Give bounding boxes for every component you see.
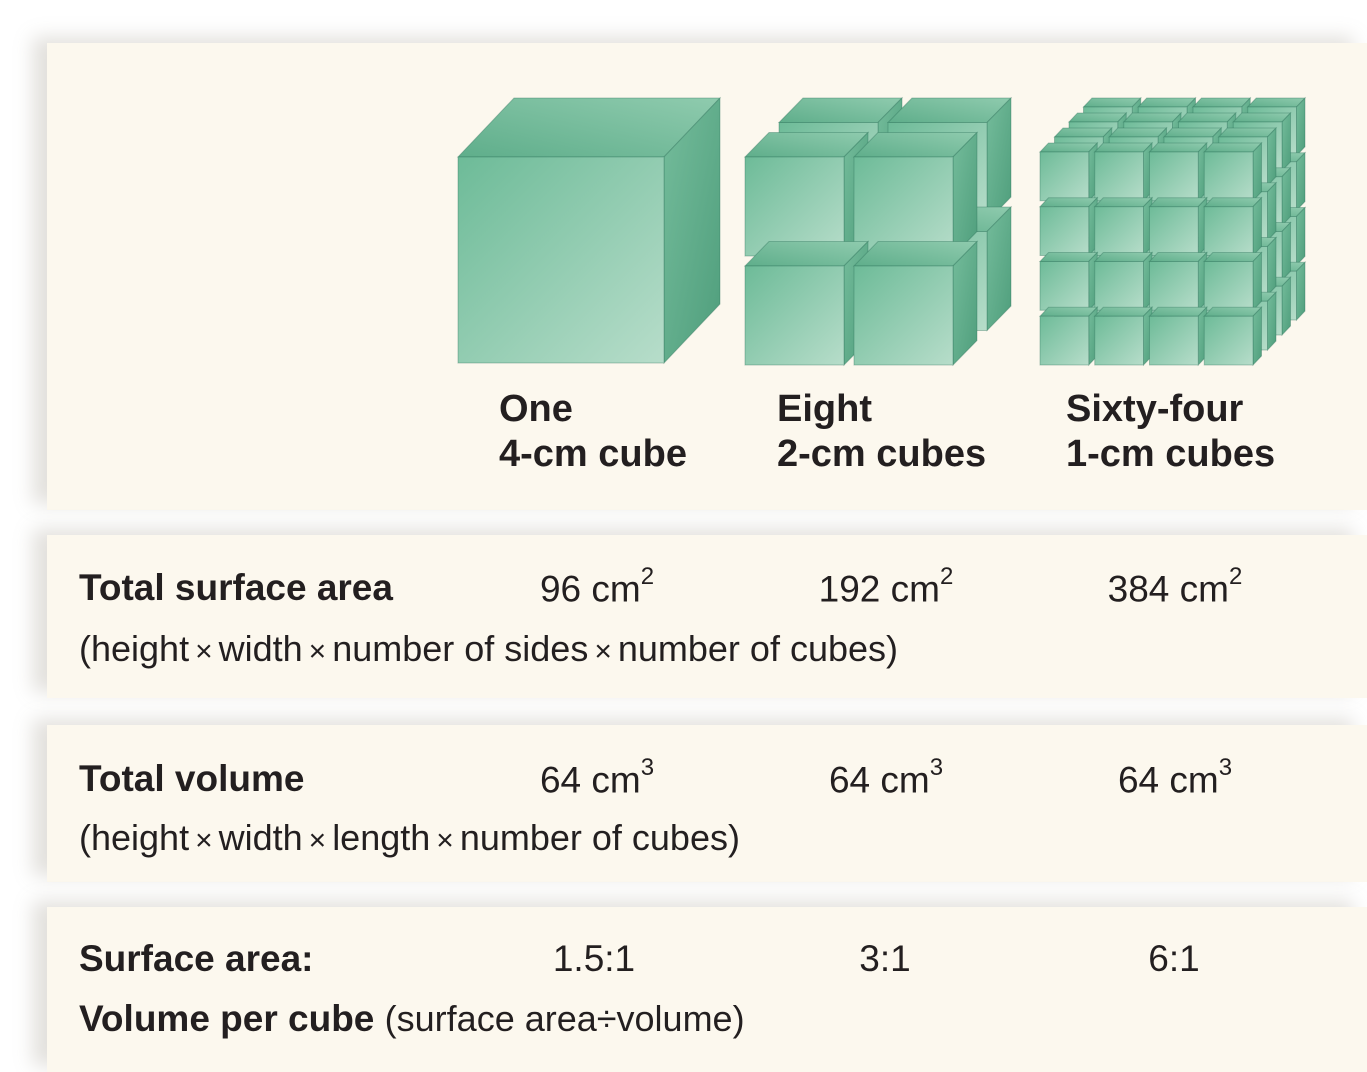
cube-side-face — [1281, 275, 1291, 337]
cube-front-face — [1149, 151, 1199, 202]
cube-top-face — [1148, 252, 1208, 262]
cube-front-face — [1203, 206, 1254, 256]
surface-area-formula: (height×width×number of sides×number of … — [79, 628, 899, 669]
cube-top-face — [1246, 97, 1307, 108]
surface-area-value-eight: 192 cm2 — [818, 563, 954, 610]
cube-top-face — [1067, 112, 1128, 123]
cube-top-face — [1053, 127, 1113, 138]
cube-label-count: Sixty-four — [1066, 388, 1244, 430]
cube-top-face — [1093, 306, 1154, 317]
surface-area-title: Total surface area — [79, 567, 393, 608]
volume-value-sixty-four: 64 cm3 — [1117, 754, 1233, 801]
ratio-formula: (surface area÷volume) — [384, 998, 745, 1039]
cube-top-face — [1038, 306, 1099, 317]
cube-top-face — [1177, 112, 1237, 123]
ratio-value-eight: 3:1 — [859, 938, 911, 979]
cube-front-face — [1203, 261, 1254, 311]
cube-front-face — [1094, 151, 1144, 202]
cube-side-face — [1296, 151, 1306, 212]
cube-side-face — [1281, 111, 1291, 173]
cube-top-face — [1038, 142, 1099, 153]
ratio-value-sixty-four: 6:1 — [1148, 938, 1200, 979]
cube-top-face — [1148, 197, 1208, 208]
cube-side-face — [1252, 305, 1262, 367]
cube-side-face — [1267, 236, 1277, 297]
cube-front-face — [1149, 261, 1199, 311]
cube-label-size: 1-cm cubes — [1066, 433, 1276, 475]
cube-side-face — [1296, 260, 1306, 322]
volume-panel — [47, 725, 1367, 882]
cube-front-face — [457, 156, 665, 364]
one-4cm-cube-illustration — [456, 96, 722, 365]
cube-side-face — [1296, 96, 1306, 158]
sixty-four-1cm-cubes-illustration — [1038, 96, 1307, 367]
cube-front-face — [1039, 261, 1090, 311]
cube-top-face — [1191, 97, 1252, 108]
cube-side-face — [1267, 181, 1277, 242]
volume-formula: (height×width×length×number of cubes) — [79, 817, 740, 858]
cube-top-face — [1203, 197, 1263, 208]
cube-top-face — [1093, 197, 1154, 208]
surface-area-value-one: 96 cm2 — [539, 563, 655, 610]
cube-front-face — [853, 265, 954, 366]
cube-front-face — [1094, 206, 1144, 256]
cube-front-face — [744, 265, 845, 366]
cube-front-face — [1149, 206, 1199, 256]
cube-front-face — [1039, 315, 1090, 366]
ratio-value-one: 1.5:1 — [552, 938, 636, 979]
cube-top-face — [1038, 252, 1099, 262]
cube-top-face — [1122, 112, 1183, 123]
cube-side-face — [1296, 206, 1306, 267]
cube-label-size: 2-cm cubes — [777, 433, 987, 475]
cube-side-face — [1252, 196, 1262, 257]
cube-top-face — [1232, 112, 1292, 123]
cube-side-face — [1252, 141, 1262, 203]
cube-side-face — [1281, 166, 1291, 227]
cube-label-eight: Eight 2-cm cubes — [777, 387, 986, 477]
cube-front-face — [1039, 151, 1090, 202]
cube-front-face — [1203, 315, 1254, 366]
cube-label-size: 4-cm cube — [499, 433, 687, 475]
surface-area-panel — [47, 535, 1367, 698]
cube-front-face — [1039, 206, 1090, 256]
cube-top-face — [1093, 252, 1154, 262]
cube-top-face — [1082, 97, 1142, 108]
cube-top-face — [1108, 127, 1168, 138]
cube-side-face — [1252, 251, 1262, 312]
cube-label-count: Eight — [777, 388, 872, 430]
cube-front-face — [1094, 315, 1144, 366]
cube-top-face — [1038, 197, 1099, 208]
cube-top-face — [1093, 142, 1154, 153]
surface-area-value-sixty-four: 384 cm2 — [1107, 563, 1243, 610]
ratio-panel — [47, 907, 1367, 1072]
cube-side-face — [1267, 290, 1277, 352]
cube-top-face — [1148, 306, 1208, 317]
cube-label-count: One — [499, 388, 573, 430]
cube-front-face — [1149, 315, 1199, 366]
cube-top-face — [1137, 97, 1197, 108]
ratio-title: Surface area: — [79, 938, 314, 979]
volume-title: Total volume — [79, 758, 305, 799]
cube-side-face — [1281, 221, 1291, 282]
cube-front-face — [1094, 261, 1144, 311]
volume-value-eight: 64 cm3 — [828, 754, 944, 801]
cube-top-face — [1217, 127, 1278, 138]
cube-top-face — [1162, 127, 1223, 138]
cube-top-face — [1203, 306, 1263, 317]
cube-illustrations — [456, 96, 1307, 367]
eight-2cm-cubes-illustration — [743, 96, 1013, 367]
cube-top-face — [1203, 252, 1263, 262]
cube-side-face — [1267, 126, 1277, 188]
ratio-subtitle-bold: Volume per cube — [79, 998, 375, 1039]
cube-label-sixty-four: Sixty-four 1-cm cubes — [1066, 387, 1275, 477]
cube-top-face — [1148, 142, 1208, 153]
cube-front-face — [1203, 151, 1254, 202]
cube-top-face — [1203, 142, 1263, 153]
volume-value-one: 64 cm3 — [539, 754, 655, 801]
cube-label-one: One 4-cm cube — [499, 387, 687, 477]
ratio-subtitle: Volume per cube (surface area÷volume) — [79, 998, 745, 1040]
